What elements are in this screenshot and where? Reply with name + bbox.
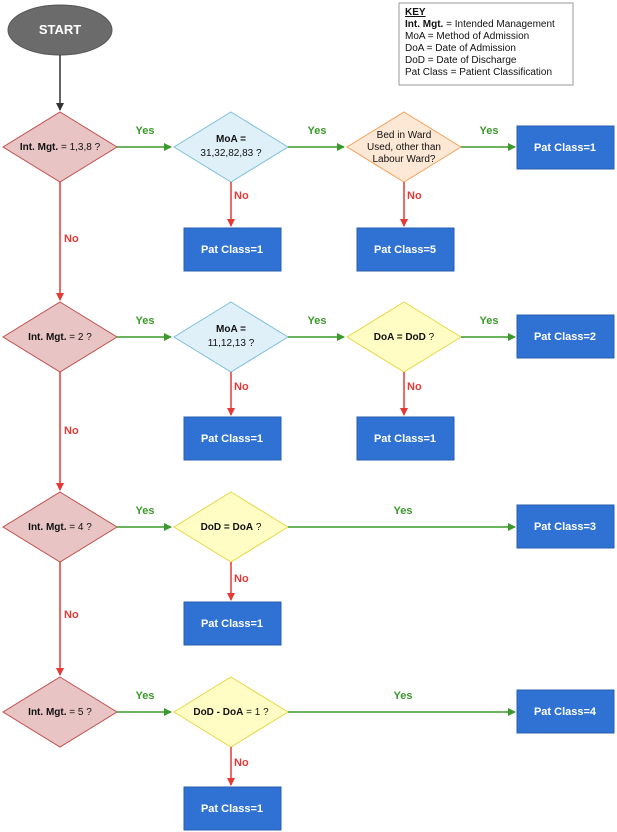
outcome-r2-moa-no-label: Pat Class=1	[201, 433, 263, 445]
decision-moa-r2-line1: MoA =	[216, 324, 246, 335]
r4-yes-label-2: Yes	[394, 690, 413, 702]
r2-yes-label-2: Yes	[308, 315, 327, 327]
key-row-moa: MoA = Method of Admission	[405, 31, 529, 42]
key-row-dod: DoD = Date of Discharge	[405, 55, 517, 66]
r4-dod-no-label: No	[234, 757, 249, 769]
r3-no-label: No	[64, 609, 79, 621]
outcome-r2-doa-no-label: Pat Class=1	[374, 433, 436, 445]
r2-yes-label-1: Yes	[136, 315, 155, 327]
r3-yes-label-2: Yes	[394, 505, 413, 517]
outcome-r4-no-label: Pat Class=1	[201, 803, 263, 815]
r1-moa-no-label: No	[234, 190, 249, 202]
r1-yes-label-1: Yes	[136, 125, 155, 137]
decision-intmgt-2-label: Int. Mgt. = 2 ?	[28, 332, 92, 343]
outcome-r4-patclass-4-label: Pat Class=4	[534, 706, 597, 718]
key-title: KEY	[405, 7, 426, 18]
outcome-r1-patclass-1-label: Pat Class=1	[534, 142, 596, 154]
outcome-r4-patclass-4	[516, 689, 615, 734]
r3-dod-no-label: No	[234, 573, 249, 585]
outcome-r4-no	[183, 786, 282, 831]
outcome-r1-moa-no-label: Pat Class=1	[201, 244, 263, 256]
decision-intmgt-4-label: Int. Mgt. = 4 ?	[28, 522, 92, 533]
r2-doa-no-label: No	[407, 381, 422, 393]
key-row-patclass: Pat Class = Patient Classification	[405, 67, 552, 78]
r1-yes-label-2: Yes	[308, 125, 327, 137]
decision-dod-minus-doa-label: DoD - DoA = 1 ?	[193, 707, 269, 718]
decision-moa-31-32-82-83	[173, 111, 289, 183]
r3-yes-label-1: Yes	[136, 505, 155, 517]
decision-moa-r1-line2: 31,32,82,83 ?	[200, 148, 262, 159]
outcome-r3-no	[183, 601, 282, 646]
decision-intmgt-5-label: Int. Mgt. = 5 ?	[28, 707, 92, 718]
decision-bed-line3: Labour Ward?	[373, 154, 436, 165]
decision-bed-line2: Used, other than	[367, 142, 441, 153]
decision-moa-r1-line1: MoA =	[216, 134, 246, 145]
outcome-r3-patclass-3	[516, 504, 615, 549]
outcome-r2-patclass-2-label: Pat Class=2	[534, 331, 596, 343]
r2-moa-no-label: No	[234, 381, 249, 393]
r1-yes-label-3: Yes	[480, 125, 499, 137]
key-row-intmgt: Int. Mgt. = Intended Management	[405, 19, 555, 30]
r2-yes-label-3: Yes	[480, 315, 499, 327]
start-label: START	[39, 22, 81, 37]
decision-dod-equals-doa-label: DoD = DoA ?	[201, 522, 262, 533]
outcome-r1-moa-no	[183, 227, 282, 272]
key-panel: KEY Int. Mgt. = Intended Management MoA …	[398, 2, 574, 86]
r1-bed-no-label: No	[407, 190, 422, 202]
r1-no-label: No	[64, 233, 79, 245]
key-row-doa: DoA = Date of Admission	[405, 43, 516, 54]
outcome-r1-bed-no-label: Pat Class=5	[374, 244, 436, 256]
outcome-r1-bed-no	[356, 227, 455, 272]
decision-intmgt-1-3-8-label: Int. Mgt. = 1,3,8 ?	[20, 142, 101, 153]
outcome-r2-doa-no	[356, 416, 455, 461]
outcome-r2-moa-no	[183, 416, 282, 461]
r4-yes-label-1: Yes	[136, 690, 155, 702]
decision-moa-11-12-13	[173, 301, 289, 373]
decision-bed-line1: Bed in Ward	[377, 130, 432, 141]
outcome-r3-patclass-3-label: Pat Class=3	[534, 521, 596, 533]
decision-doa-equals-dod-label: DoA = DoD ?	[374, 332, 435, 343]
r2-no-label: No	[64, 425, 79, 437]
outcome-r1-patclass-1	[516, 125, 615, 170]
decision-moa-r2-line2: 11,12,13 ?	[208, 338, 255, 349]
decision-intmgt-5	[2, 676, 118, 748]
outcome-r2-patclass-2	[516, 314, 615, 359]
outcome-r3-no-label: Pat Class=1	[201, 618, 263, 630]
